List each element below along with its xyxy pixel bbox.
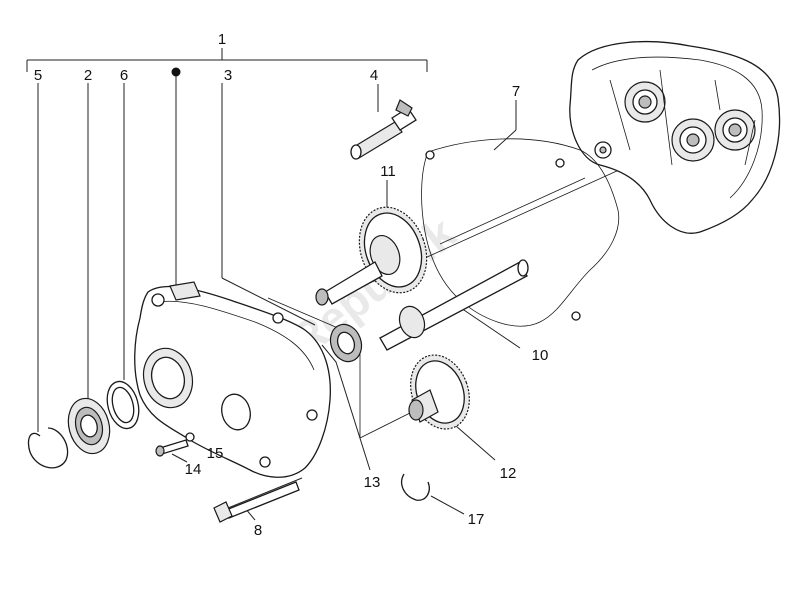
callout-2: 2 <box>84 67 92 84</box>
callout-12: 11 <box>380 163 396 180</box>
oil-seal <box>329 323 363 363</box>
part-5-circlip <box>27 427 69 469</box>
callout-15: 15 <box>207 445 224 462</box>
callout-3: 3 <box>224 67 232 84</box>
callout-10: 10 <box>532 347 549 364</box>
bullet-dot <box>171 67 181 77</box>
front-cover <box>134 281 331 478</box>
callout-11: 12 <box>500 465 517 482</box>
callout-1: 1 <box>218 31 226 48</box>
rear-gearbox-housing <box>569 40 781 234</box>
bolt-8 <box>213 481 300 523</box>
gear-11 <box>408 354 470 430</box>
callout-4: 4 <box>370 67 378 84</box>
gasket-bolt-hole <box>571 311 581 321</box>
callout-5: 5 <box>34 67 42 84</box>
leader-lines <box>26 48 631 521</box>
callout-14: 14 <box>185 461 202 478</box>
callout-7: 7 <box>512 83 520 100</box>
callout-13: 13 <box>364 474 381 491</box>
callout-6: 6 <box>120 67 128 84</box>
bolt-14 <box>155 439 189 457</box>
callout-labels: 1 5 2 6 3 4 7 11 10 12 13 14 15 8 17 <box>34 31 549 539</box>
gasket-bolt-hole <box>555 158 565 168</box>
gasket-bolt-hole <box>425 150 435 160</box>
callout-17: 17 <box>468 511 485 528</box>
shaft-10 <box>379 259 529 351</box>
gear-12 <box>315 206 428 306</box>
part-17-clip <box>401 473 430 501</box>
callout-8: 8 <box>254 522 262 539</box>
gasket <box>421 138 620 327</box>
washer-15 <box>185 432 195 442</box>
part-6-ring <box>106 380 140 430</box>
part-2-bearing <box>67 397 111 455</box>
part-4-shaft <box>350 99 417 160</box>
